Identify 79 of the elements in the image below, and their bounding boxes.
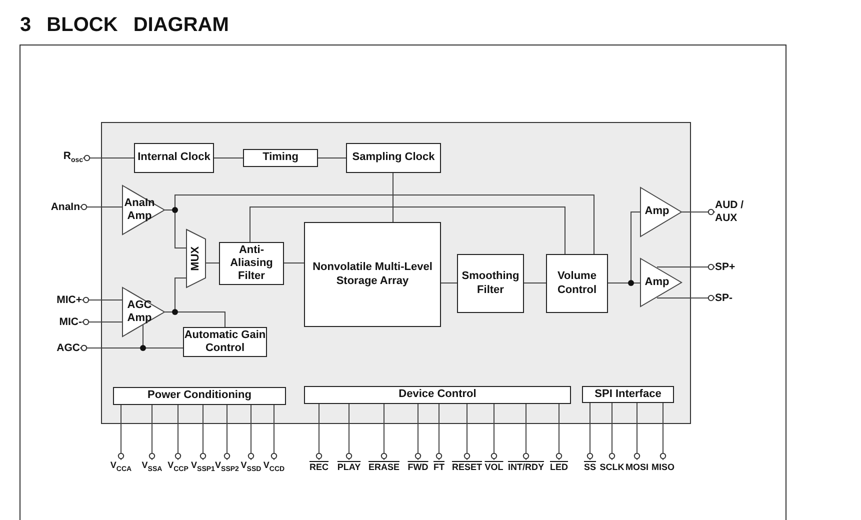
pin-connector — [346, 404, 352, 460]
pin-label: PLAY — [334, 460, 364, 474]
pin-connector — [414, 404, 422, 460]
pin-label: SCLK — [598, 460, 626, 474]
pin-label: AGC — [28, 340, 80, 356]
pin-label: V$_{SSD}$ — [239, 460, 263, 474]
block-box: Power Conditioning — [113, 387, 286, 405]
pin-label: LED — [548, 460, 570, 474]
pin-label: VOL — [483, 460, 505, 474]
connector — [206, 262, 220, 264]
pin-connector — [556, 404, 562, 460]
pin-connector — [118, 404, 124, 460]
pin-connector — [82, 318, 122, 326]
pin-connector — [656, 294, 716, 302]
pin-connector — [80, 324, 144, 352]
pin-label: FT — [431, 460, 447, 474]
pin-connector — [174, 404, 182, 460]
pin-label: ERASE — [366, 460, 402, 474]
connector — [392, 172, 394, 222]
pin-connector — [80, 204, 122, 210]
pin-label: SP- — [715, 290, 755, 306]
pin-connector — [634, 402, 640, 460]
pin-connector — [380, 404, 388, 460]
block-box: SPI Interface — [582, 386, 674, 403]
amplifier-triangle: Amp — [640, 258, 682, 307]
pin-label: MIC+ — [30, 292, 82, 308]
pin-connector — [82, 154, 134, 162]
multiplexer-trapezoid: MUX — [186, 229, 206, 288]
pin-label: FWD — [406, 460, 430, 474]
pin-connector — [200, 404, 206, 460]
amplifier-triangle: Amp — [640, 187, 682, 237]
block-box: Volume Control — [546, 254, 608, 313]
amplifier-triangle: AGC Amp — [122, 287, 165, 337]
pin-connector — [660, 402, 666, 460]
pin-label: SP+ — [715, 259, 755, 275]
pin-label: SS — [582, 460, 598, 474]
block-box: Smoothing Filter — [457, 254, 524, 313]
pin-connector — [224, 404, 230, 460]
section-title: 3 BLOCK DIAGRAM — [20, 14, 229, 37]
block-box: Internal Clock — [134, 143, 214, 173]
pin-connector — [608, 402, 616, 460]
pin-label: R$_{osc}$ — [33, 149, 83, 167]
connector — [524, 282, 546, 284]
pin-connector — [522, 404, 530, 460]
pin-label: V$_{SSA}$ — [140, 460, 164, 474]
pin-label: AnaIn — [28, 199, 80, 215]
pin-label: V$_{SSP2}$ — [214, 460, 240, 474]
pin-label: V$_{SSP1}$ — [190, 460, 216, 474]
pin-connector — [682, 208, 716, 216]
pin-connector — [436, 404, 442, 460]
pin-connector — [248, 404, 254, 460]
pin-label: V$_{CCP}$ — [166, 460, 190, 474]
block-box: Automatic Gain Control — [183, 327, 267, 357]
connector — [440, 282, 458, 284]
pin-label: V$_{CCD}$ — [262, 460, 286, 474]
pin-label: AUD / AUX — [715, 198, 755, 226]
block-box: Timing — [243, 149, 318, 167]
pin-label: MISO — [649, 460, 677, 474]
pin-label: MIC- — [30, 314, 82, 330]
pin-connector — [270, 404, 278, 460]
pin-connector — [82, 296, 122, 304]
pin-connector — [464, 404, 470, 460]
connector — [250, 206, 566, 254]
amplifier-triangle: AnaIn Amp — [122, 185, 165, 235]
pin-label: REC — [307, 460, 331, 474]
pin-connector — [490, 404, 498, 460]
chip-outline — [101, 122, 691, 424]
pin-connector — [656, 264, 716, 270]
block-box: Sampling Clock — [346, 143, 441, 173]
pin-label: V$_{CCA}$ — [109, 460, 133, 474]
pin-connector — [316, 404, 322, 460]
pin-connector — [586, 402, 594, 460]
block-box: Anti-Aliasing Filter — [219, 242, 284, 285]
block-box: Nonvolatile Multi-Level Storage Array — [304, 222, 441, 327]
block-box: Device Control — [304, 386, 571, 404]
pin-connector — [148, 404, 156, 460]
connector — [284, 262, 304, 264]
pin-label: RESET — [450, 460, 484, 474]
pin-label: INT/RDY — [504, 460, 548, 474]
